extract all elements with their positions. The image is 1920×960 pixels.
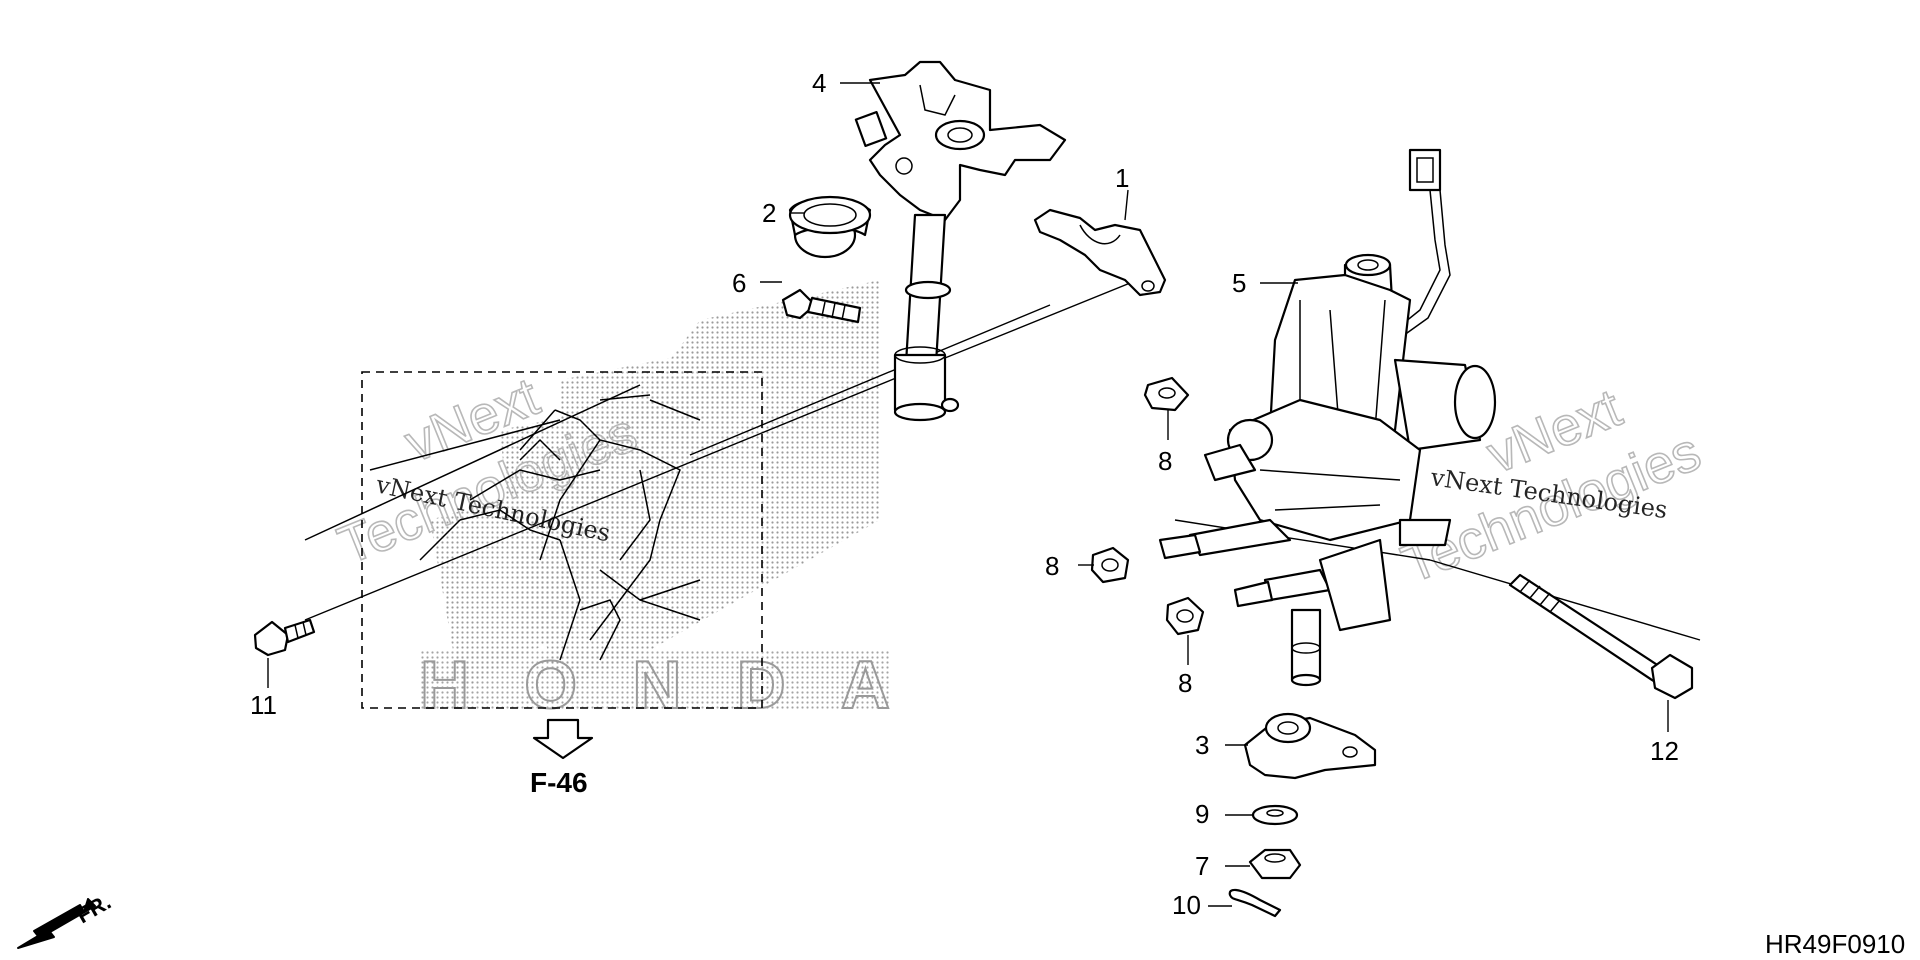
part-6-bolt [781, 288, 862, 324]
part-8-flange-nut-bottom [1165, 596, 1205, 636]
part-label: 8 [1178, 668, 1192, 698]
steering-shaft [893, 213, 960, 422]
part-8-flange-nut-middle [1090, 546, 1130, 584]
dashed-frame [361, 371, 763, 709]
part-label: 3 [1195, 730, 1209, 760]
frame-bracket [304, 384, 701, 661]
reference-label: F-46 [530, 767, 588, 798]
front-arrow-icon [17, 898, 96, 949]
part-label: 8 [1045, 551, 1059, 581]
diagram-code: HR49F0910 [1765, 929, 1905, 959]
label-leaders [267, 82, 1669, 907]
part-label: 7 [1195, 851, 1209, 881]
part-12-long-bolt [1508, 573, 1694, 700]
part-label: 9 [1195, 799, 1209, 829]
part-label: 10 [1172, 890, 1201, 920]
part-7-castle-nut [1248, 848, 1302, 880]
front-indicator: FR. [17, 889, 115, 949]
part-label: 11 [250, 690, 277, 720]
part-9-washer [1251, 804, 1299, 826]
part-10-cotter-pin [1228, 888, 1282, 918]
part-11-bolt [253, 618, 316, 657]
part-4-upper-bracket [854, 60, 1067, 222]
reference-arrow: F-46 [530, 718, 594, 798]
part-label: 1 [1115, 163, 1129, 193]
part-label: 6 [732, 268, 746, 298]
part-label: 2 [762, 198, 776, 228]
part-label: 4 [812, 68, 826, 98]
part-5-eps-unit [1158, 148, 1497, 687]
part-label: 12 [1650, 736, 1679, 766]
part-2-dust-seal [788, 195, 872, 259]
part-label: 5 [1232, 268, 1246, 298]
part-labels: 1 2 3 4 5 6 7 8 8 8 9 10 11 12 [250, 68, 1679, 920]
honda-wing-watermark: HONDA [419, 280, 891, 724]
part-1-holder [1033, 208, 1167, 297]
part-8-flange-nut-top [1143, 376, 1190, 412]
front-label: FR. [72, 889, 115, 928]
part-label: 8 [1158, 446, 1172, 476]
part-3-lower-holder [1243, 712, 1377, 780]
